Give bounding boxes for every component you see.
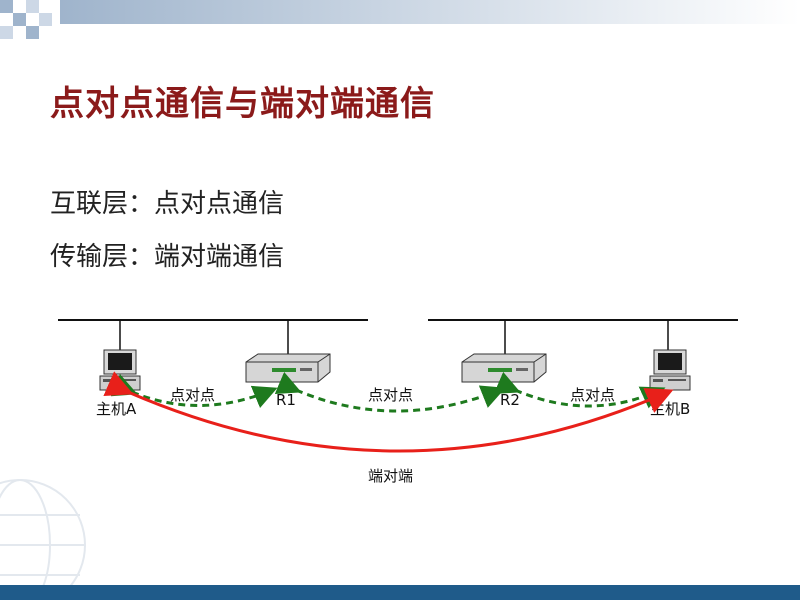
header-decoration <box>0 0 800 40</box>
p2p-label-1: 点对点 <box>170 386 215 404</box>
e2e-label: 端对端 <box>368 467 413 485</box>
host-a-computer-icon <box>99 349 141 391</box>
p2p-label-2: 点对点 <box>368 386 413 404</box>
host-b-label: 主机B <box>650 400 690 418</box>
router-r2-icon <box>461 353 547 383</box>
footer-bar <box>0 585 800 600</box>
router-r1-label: R1 <box>276 391 296 409</box>
slide-title: 点对点通信与端对端通信 <box>50 84 435 124</box>
router-r2-label: R2 <box>500 391 520 409</box>
host-b-computer-icon <box>649 349 691 391</box>
p2p-label-3: 点对点 <box>570 386 615 404</box>
bullet-internet-layer: 互联层：点对点通信 <box>50 189 285 219</box>
router-r1-icon <box>245 353 331 383</box>
host-a-label: 主机A <box>96 400 137 418</box>
globe-decoration <box>0 479 86 585</box>
bullet-transport-layer: 传输层：端对端通信 <box>50 242 285 272</box>
e2e-arrow <box>103 371 674 453</box>
